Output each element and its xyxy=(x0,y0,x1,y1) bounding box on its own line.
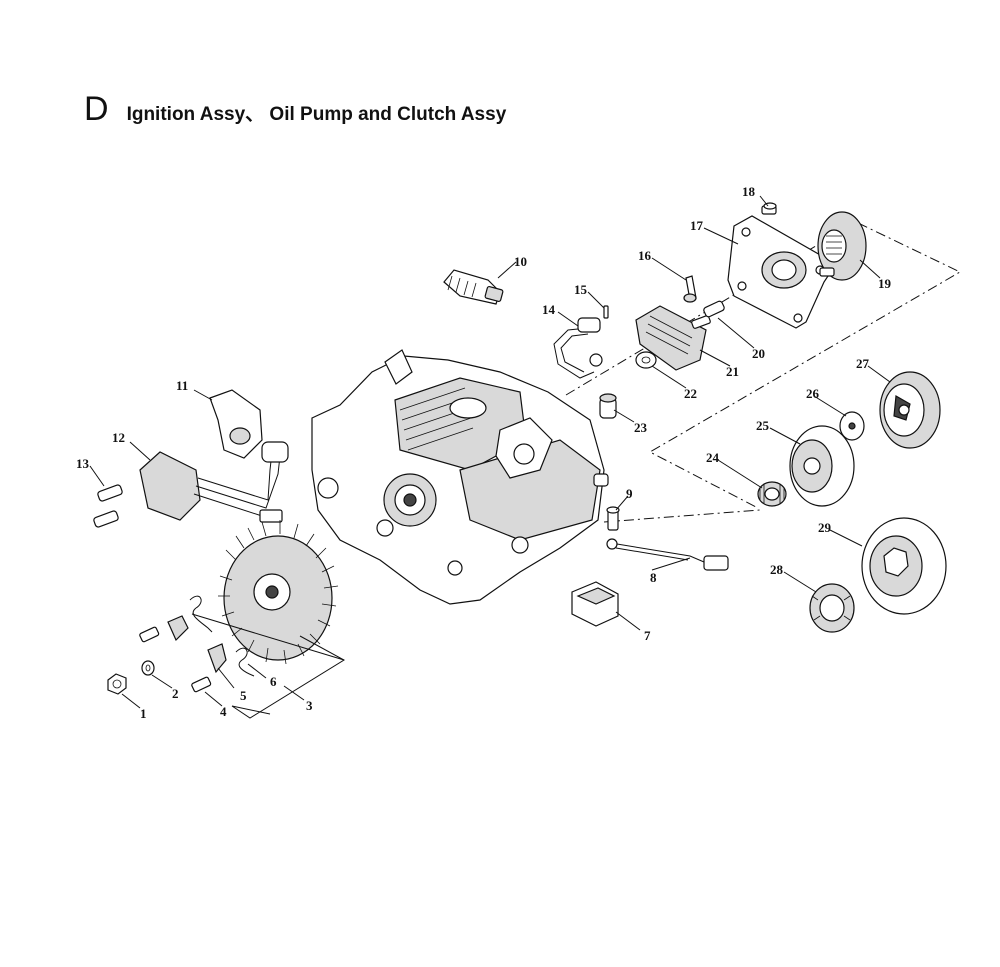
callout-17: 17 xyxy=(690,218,704,233)
callout-21: 21 xyxy=(726,364,739,379)
bolts-4-part xyxy=(139,626,212,693)
bracket-part xyxy=(209,389,263,459)
bushing-part xyxy=(599,393,617,419)
callout-3: 3 xyxy=(306,698,313,713)
cover-drum-part xyxy=(817,211,867,281)
pawl-part xyxy=(167,615,227,674)
screws-13-part xyxy=(93,484,123,528)
diagram-title: Ignition Assy、 Oil Pump and Clutch Assy xyxy=(126,104,507,125)
washer-part xyxy=(141,660,155,676)
adjust-screw-part xyxy=(683,275,697,303)
switch-part xyxy=(571,581,619,627)
callout-28: 28 xyxy=(770,562,784,577)
callout-16: 16 xyxy=(638,248,652,263)
callout-labels: 1 2 3 4 5 6 7 8 9 10 11 12 13 14 15 16 1… xyxy=(76,184,892,721)
ignition-coil-part xyxy=(139,441,289,523)
screw-9-part xyxy=(606,506,620,531)
callout-2: 2 xyxy=(172,686,179,701)
nut-part xyxy=(107,673,127,695)
callout-18: 18 xyxy=(742,184,756,199)
screw-18-part xyxy=(761,202,777,215)
pin-15-part xyxy=(603,305,609,319)
callout-26: 26 xyxy=(806,386,820,401)
ground-cable-part xyxy=(606,538,729,571)
clutch-shoes-part xyxy=(879,371,941,449)
callout-5: 5 xyxy=(240,688,247,703)
spring-part xyxy=(189,595,255,677)
callout-12: 12 xyxy=(112,430,125,445)
washer-26-part xyxy=(839,411,865,441)
callout-27: 27 xyxy=(856,356,870,371)
callout-15: 15 xyxy=(574,282,588,297)
section-letter: D xyxy=(84,90,109,128)
leader-lines xyxy=(89,195,891,719)
callout-4: 4 xyxy=(220,704,227,719)
washer-22-part xyxy=(635,351,657,369)
callout-13: 13 xyxy=(76,456,90,471)
needle-bearing-part xyxy=(757,481,787,507)
callout-19: 19 xyxy=(878,276,892,291)
callout-29: 29 xyxy=(818,520,832,535)
callout-9: 9 xyxy=(626,486,633,501)
crankcase-part xyxy=(311,349,609,605)
callout-14: 14 xyxy=(542,302,556,317)
spark-plug-part xyxy=(443,269,504,305)
callout-6: 6 xyxy=(270,674,277,689)
callout-24: 24 xyxy=(706,450,720,465)
callout-22: 22 xyxy=(684,386,697,401)
flywheel-part xyxy=(218,520,339,665)
plate-part xyxy=(727,215,837,329)
callout-1: 1 xyxy=(140,706,147,721)
sprocket-part xyxy=(809,583,855,633)
oil-hose-part xyxy=(553,317,603,379)
worm-part xyxy=(703,300,725,318)
callout-8: 8 xyxy=(650,570,657,585)
callout-7: 7 xyxy=(644,628,651,643)
oil-pump-part xyxy=(635,305,711,371)
callout-23: 23 xyxy=(634,420,648,435)
callout-25: 25 xyxy=(756,418,770,433)
callout-11: 11 xyxy=(176,378,188,393)
clutch-drum-part xyxy=(789,425,855,507)
rim-drum-part xyxy=(861,517,947,615)
callout-10: 10 xyxy=(514,254,527,269)
diagram-header: D Ignition Assy、 Oil Pump and Clutch Ass… xyxy=(84,92,506,126)
callout-20: 20 xyxy=(752,346,765,361)
